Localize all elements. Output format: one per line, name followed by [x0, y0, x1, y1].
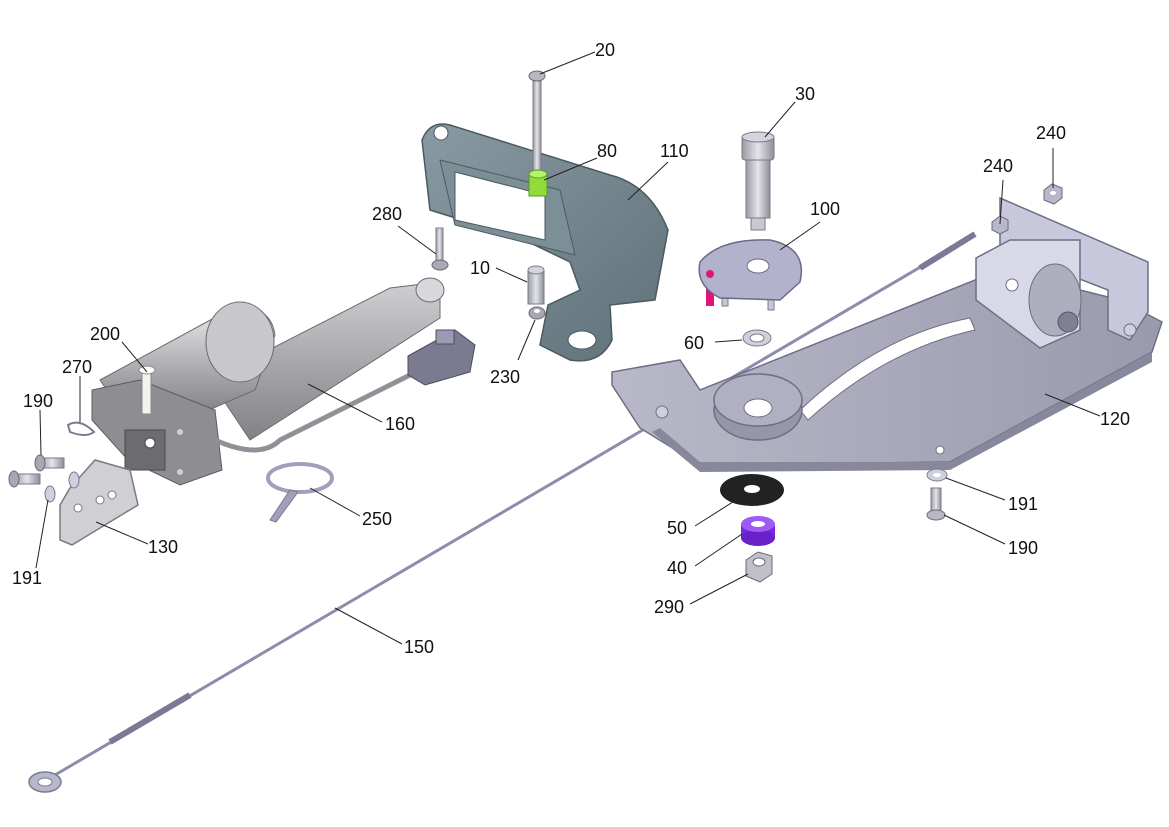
- small-bracket-130: [59, 459, 139, 546]
- washer-60: [742, 329, 772, 347]
- callout-190-right: 190: [1008, 538, 1038, 558]
- screw-280: [431, 227, 449, 271]
- nut-240-upper: [1043, 183, 1063, 205]
- washer-191-left-a: [68, 471, 80, 489]
- callout-110: 110: [660, 141, 689, 161]
- leader-lines: [35, 51, 1101, 645]
- green-bushing-80: [528, 169, 548, 197]
- bolt-190-right: [926, 487, 946, 521]
- cable-tie-250: [266, 462, 334, 523]
- cam-plate-100: [698, 239, 803, 311]
- callout-150: 150: [404, 637, 434, 657]
- callout-190-left: 190: [23, 391, 53, 411]
- callout-280: 280: [372, 204, 402, 224]
- cable-rod-150: [28, 231, 977, 793]
- callout-240-lower: 240: [983, 156, 1013, 176]
- callout-40: 40: [667, 558, 687, 578]
- nut-240-lower: [991, 215, 1009, 235]
- washer-191-left-b: [44, 485, 56, 503]
- bolt-190-left-b: [8, 470, 41, 488]
- callout-120: 120: [1100, 409, 1130, 429]
- shoulder-bolt-30: [741, 131, 775, 231]
- bracket-110: [421, 123, 669, 362]
- callout-30: 30: [795, 84, 815, 104]
- bolt-190-left-a: [34, 454, 65, 472]
- callout-60: 60: [684, 333, 704, 353]
- callout-290: 290: [654, 597, 684, 617]
- callout-20: 20: [595, 40, 615, 60]
- callout-191-right: 191: [1008, 494, 1038, 514]
- callout-160: 160: [385, 414, 415, 434]
- clip-270: [66, 421, 96, 436]
- callout-10: 10: [470, 258, 490, 278]
- base-plate-120: [611, 196, 1163, 472]
- callout-50: 50: [667, 518, 687, 538]
- callout-100: 100: [810, 199, 840, 219]
- nut-290: [745, 551, 773, 583]
- callout-200: 200: [90, 324, 120, 344]
- callout-191-left: 191: [12, 568, 42, 588]
- callout-230: 230: [490, 367, 520, 387]
- callout-labels: 20 30 80 110 240 240 100 280 10 60 230 2…: [12, 40, 1130, 657]
- spacer-10: [527, 265, 545, 305]
- callout-270: 270: [62, 357, 92, 377]
- callout-130: 130: [148, 537, 178, 557]
- callout-250: 250: [362, 509, 392, 529]
- callout-240-upper: 240: [1036, 123, 1066, 143]
- purple-bushing-40: [741, 516, 775, 546]
- washer-191-right: [926, 468, 948, 482]
- rubber-washer-50: [720, 474, 784, 506]
- nut-230: [528, 306, 546, 320]
- callout-80: 80: [597, 141, 617, 161]
